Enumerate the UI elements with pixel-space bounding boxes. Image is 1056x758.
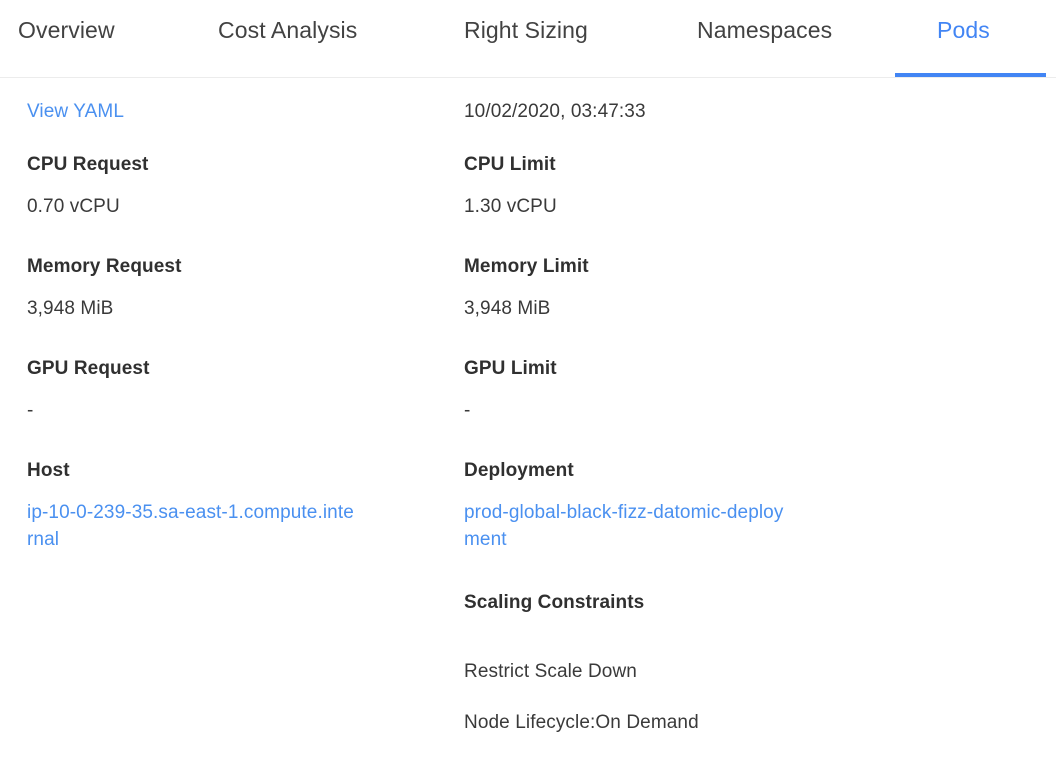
tab-bar: Overview Cost Analysis Right Sizing Name… [0,0,1056,78]
field-label-cpu-request: CPU Request [27,154,149,175]
field-memory-request: Memory Request 3,948 MiB [27,255,367,322]
field-label-memory-request: Memory Request [27,256,182,277]
tab-right-sizing[interactable]: Right Sizing [464,0,588,77]
host-link[interactable]: ip-10-0-239-35.sa-east-1.compute.interna… [27,502,354,550]
field-label-gpu-request: GPU Request [27,358,150,379]
field-value-memory-request: 3,948 MiB [27,298,114,319]
field-scaling-constraints: Scaling Constraints [464,591,804,615]
field-label-scaling-constraints: Scaling Constraints [464,592,645,613]
field-memory-limit: Memory Limit 3,948 MiB [464,255,804,322]
tab-overview[interactable]: Overview [18,0,115,77]
field-value-gpu-request: - [27,400,34,421]
field-value-memory-limit: 3,948 MiB [464,298,551,319]
field-label-cpu-limit: CPU Limit [464,154,556,175]
field-label-deployment: Deployment [464,460,574,481]
field-cpu-limit: CPU Limit 1.30 vCPU [464,153,804,220]
field-value-cpu-limit: 1.30 vCPU [464,196,557,217]
pod-start-timestamp: 10/02/2020, 03:47:33 [464,101,646,122]
tab-namespaces[interactable]: Namespaces [697,0,832,77]
field-deployment: Deployment prod-global-black-fizz-datomi… [464,459,804,553]
field-value-cpu-request: 0.70 vCPU [27,196,120,217]
scaling-constraint-node-lifecycle: Node Lifecycle:On Demand [464,712,699,733]
field-cpu-request: CPU Request 0.70 vCPU [27,153,367,220]
field-gpu-request: GPU Request - [27,357,367,424]
view-yaml-link[interactable]: View YAML [27,101,125,122]
field-host: Host ip-10-0-239-35.sa-east-1.compute.in… [27,459,367,553]
active-tab-indicator [895,73,1046,77]
deployment-link[interactable]: prod-global-black-fizz-datomic-deploymen… [464,502,784,550]
field-label-host: Host [27,460,70,481]
tab-pods[interactable]: Pods [937,0,990,77]
scaling-constraint-restrict-scale-down: Restrict Scale Down [464,661,637,682]
field-label-memory-limit: Memory Limit [464,256,589,277]
tab-cost-analysis[interactable]: Cost Analysis [218,0,357,77]
field-gpu-limit: GPU Limit - [464,357,804,424]
field-value-gpu-limit: - [464,400,471,421]
field-label-gpu-limit: GPU Limit [464,358,557,379]
